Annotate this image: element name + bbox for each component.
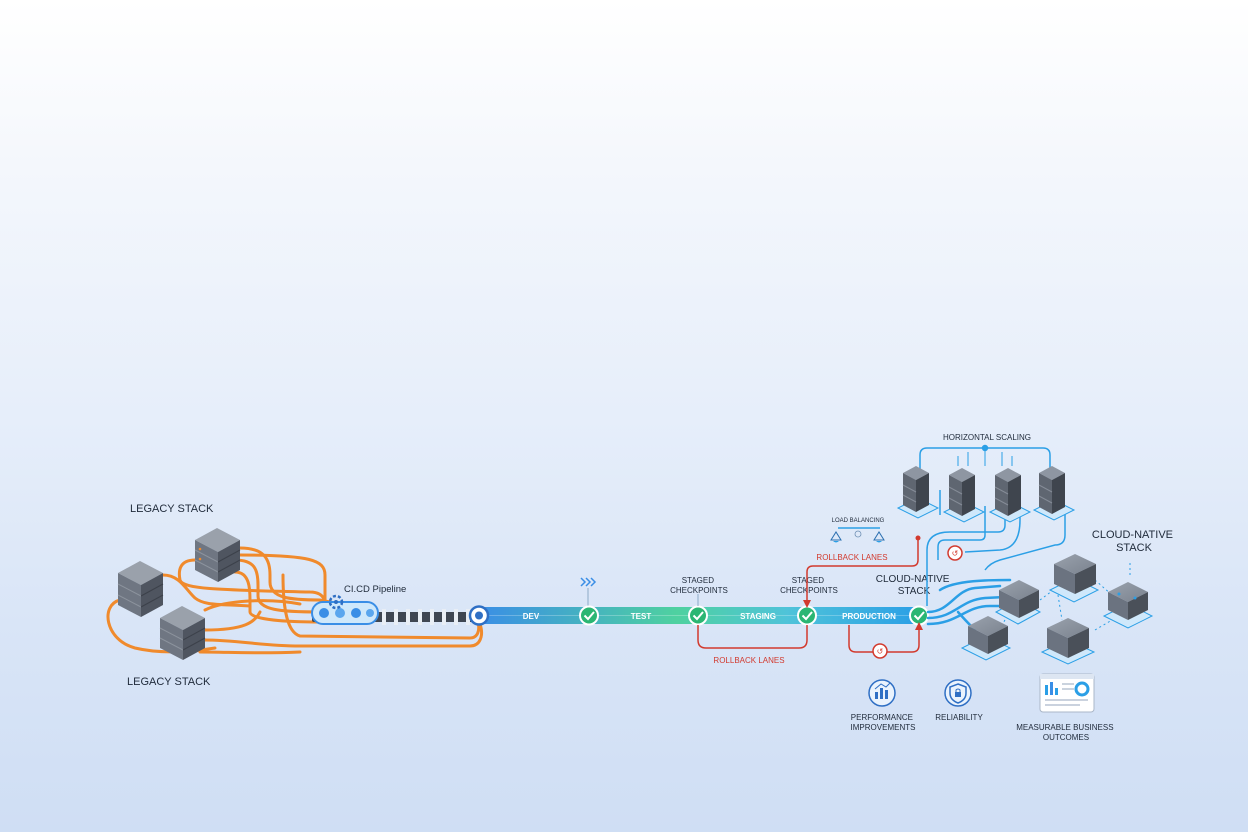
staged-checkpoints-2-line2: CHECKPOINTS xyxy=(780,586,838,595)
check-icon xyxy=(579,605,599,626)
staged-checkpoints-label-1: STAGED CHECKPOINTS xyxy=(670,576,728,595)
rollback-lane-bottom-1 xyxy=(697,625,808,649)
performance-line2: IMPROVEMENTS xyxy=(851,723,916,732)
staged-checkpoints-1-line1: STAGED xyxy=(682,576,715,585)
stage-label-test: TEST xyxy=(631,612,652,621)
performance-label: PERFORMANCE IMPROVEMENTS xyxy=(851,713,916,732)
cloud-native-label-mid: CLOUD-NATIVE STACK xyxy=(876,574,953,597)
rollback-icon: ↺ xyxy=(872,643,888,659)
legacy-server-left xyxy=(117,561,164,617)
check-icon xyxy=(909,605,929,626)
legacy-stack-label-bottom: LEGACY STACK xyxy=(127,676,211,688)
performance-line1: PERFORMANCE xyxy=(851,713,913,722)
scaling-connectors xyxy=(919,444,1066,606)
business-outcomes-label: MEASURABLE BUSINESS OUTCOMES xyxy=(1016,723,1116,742)
staged-checkpoints-label-2: STAGED CHECKPOINTS xyxy=(780,576,838,595)
svg-text:↺: ↺ xyxy=(877,647,884,656)
staged-checkpoints-2-line1: STAGED xyxy=(792,576,825,585)
scaled-server-2 xyxy=(942,468,986,523)
cloud-native-mid-line1: CLOUD-NATIVE xyxy=(876,574,950,585)
cloud-node-2 xyxy=(1048,554,1100,603)
check-icon xyxy=(797,605,817,626)
legacy-stack-label-top: LEGACY STACK xyxy=(130,503,214,515)
business-line2: OUTCOMES xyxy=(1043,733,1089,742)
rollback-label-top: ROLLBACK LANES xyxy=(816,553,887,562)
rollback-icon: ↺ xyxy=(947,545,963,561)
stage-label-dev: DEV xyxy=(523,612,540,621)
business-line1: MEASURABLE BUSINESS xyxy=(1016,723,1113,732)
bar-chart-icon xyxy=(868,679,896,707)
reliability-label: RELIABILITY xyxy=(935,713,983,722)
load-balancing-label: LOAD BALANCING xyxy=(832,518,885,524)
pipeline-capsule xyxy=(311,601,379,625)
balance-scale-icon xyxy=(830,527,885,543)
cloud-node-5 xyxy=(1040,618,1096,665)
cloud-native-right-line1: CLOUD-NATIVE xyxy=(1092,529,1173,541)
staged-checkpoints-1-line2: CHECKPOINTS xyxy=(670,586,728,595)
pipeline-label: CI.CD Pipeline xyxy=(344,584,406,595)
svg-text:↺: ↺ xyxy=(952,549,959,558)
cloud-native-right-line2: STACK xyxy=(1116,542,1153,554)
horizontal-scaling-label: HORIZONTAL SCALING xyxy=(943,433,1031,442)
chevron-right-icon xyxy=(580,577,597,606)
cloud-native-mid-line2: STACK xyxy=(898,586,931,597)
dashboard-icon xyxy=(1039,673,1095,713)
legacy-server-top xyxy=(194,528,241,582)
stage-label-production: PRODUCTION xyxy=(842,612,896,621)
gear-icon xyxy=(328,594,344,610)
cloud-node-4 xyxy=(960,616,1012,661)
pipeline-start-node xyxy=(468,605,490,626)
legacy-cables xyxy=(106,546,484,655)
cloud-native-label-right: CLOUD-NATIVE STACK xyxy=(1092,529,1176,554)
scaled-server-3 xyxy=(988,468,1032,523)
cloud-node-3 xyxy=(1102,582,1154,629)
scaled-server-4 xyxy=(1032,466,1076,521)
cloud-node-1 xyxy=(994,580,1042,625)
legacy-server-bottom xyxy=(159,606,206,660)
shield-icon xyxy=(944,679,972,707)
scaled-server-1 xyxy=(896,466,940,519)
rollback-lane-top xyxy=(803,535,921,608)
stage-label-staging: STAGING xyxy=(740,612,776,621)
check-icon xyxy=(688,605,708,626)
rollback-label-bottom: ROLLBACK LANES xyxy=(713,656,784,665)
